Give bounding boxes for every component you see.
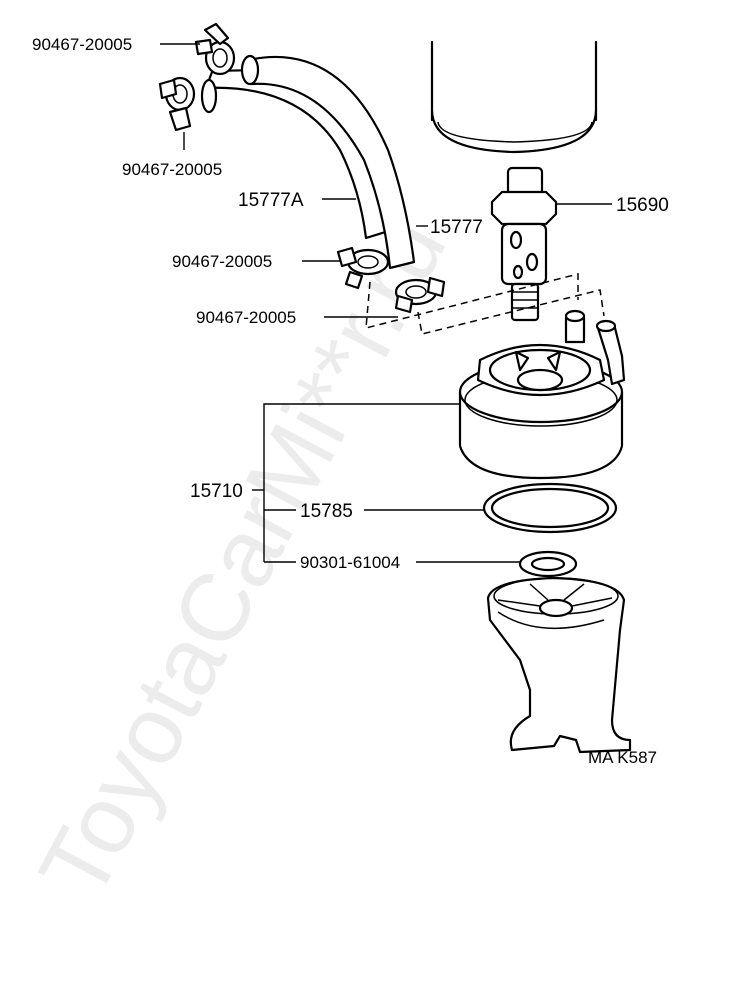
filter-base — [486, 576, 632, 754]
label-oil-cooler: 15710 — [190, 481, 243, 502]
label-hose-15777: 15777 — [430, 217, 483, 238]
label-gasket: 90301-61004 — [300, 553, 400, 572]
clamp-mid-left — [336, 246, 390, 290]
hose-15777 — [240, 54, 416, 270]
label-clamp-upper-left: 90467-20005 — [32, 35, 132, 54]
label-o-ring: 15785 — [300, 501, 353, 522]
o-ring — [482, 482, 618, 534]
label-clamp-mid-right: 90467-20005 — [196, 308, 296, 327]
gasket — [518, 550, 578, 578]
clamp-upper-left-lower — [158, 76, 196, 132]
leader-lines — [160, 43, 612, 563]
clamp-mid-right — [394, 276, 446, 314]
assembly-dashed-lines — [365, 273, 605, 335]
label-clamp-upper-left-lower: 90467-20005 — [122, 160, 222, 179]
label-hose-15777A: 15777A — [238, 190, 304, 211]
label-clamp-mid-left: 90467-20005 — [172, 252, 272, 271]
diagram-code: MA K587 — [588, 748, 657, 767]
union-bolt-15690 — [490, 166, 558, 322]
label-union-bolt: 15690 — [616, 195, 669, 216]
oil-cooler — [458, 309, 626, 480]
clamp-upper-left — [194, 22, 236, 76]
oil-filter — [430, 40, 598, 154]
